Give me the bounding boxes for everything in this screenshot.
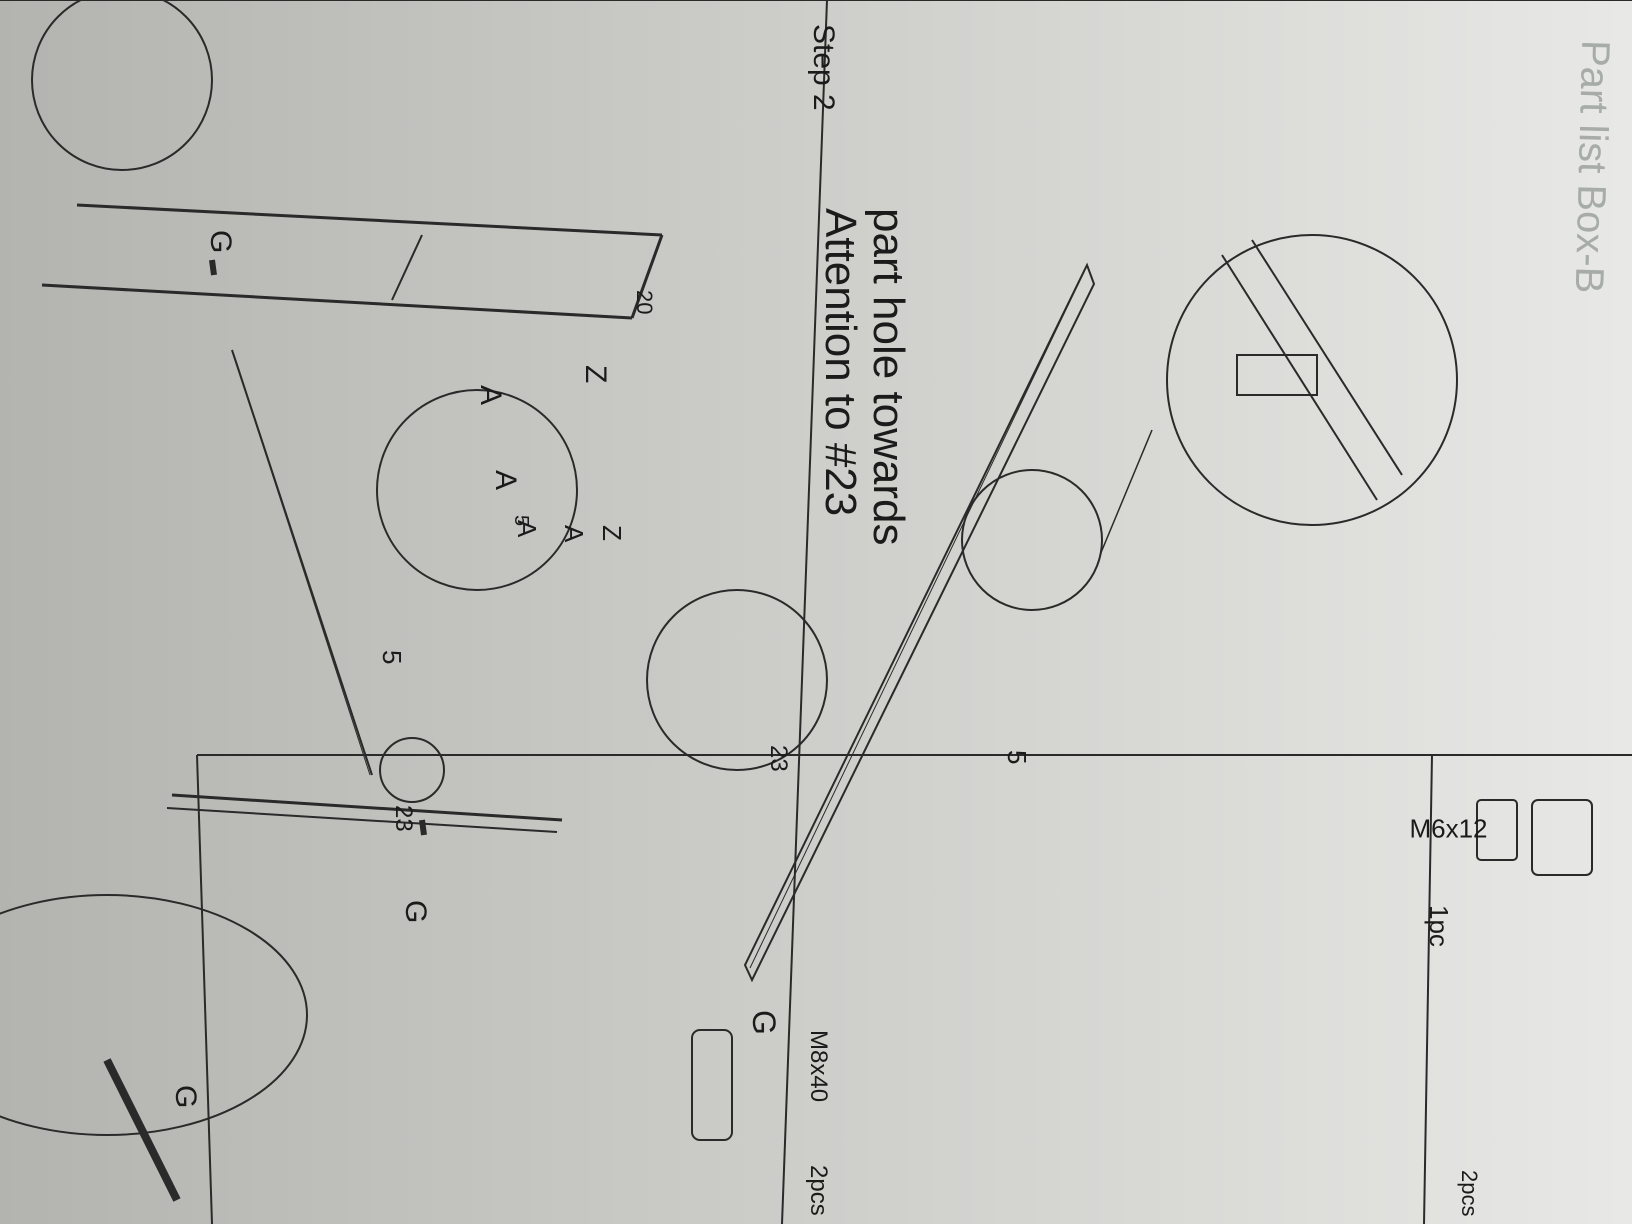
part-number-5: 5 [510,515,532,527]
zoom-circle-plate-detail [646,589,828,771]
hardware-g-letter: G [746,1010,782,1035]
callout-a: A [489,470,522,491]
callout-z: Z [579,365,612,384]
callout-g: G [399,900,432,924]
hardware-z-qty: 1pc [1424,905,1454,947]
callout-a: A [559,525,589,543]
callout-g: G [169,1085,202,1109]
zoom-circle-bracket-23 [379,737,445,803]
hardware-g-spec: M8x40 [805,1030,832,1103]
hardware-box-divider [1423,754,1433,1224]
frame-part-20 [41,203,664,320]
zoom-circle-frame-joint [31,0,213,171]
part-number-23: 23 [765,745,792,772]
part-number-5: 5 [1002,750,1032,765]
bolt-g-icon [691,1029,733,1141]
bolt-g-detail [103,1058,181,1202]
hardware-box-bottom [196,754,213,1224]
attention-line-1: Attention to #23 [816,208,865,517]
part-number-20: 20 [632,290,657,315]
leg-part-5 [231,349,373,776]
callout-a: A [474,385,507,406]
zoom-circle-leg-joint [376,389,578,591]
part-number-23: 23 [390,805,417,832]
callout-g: G [204,230,237,254]
step-title: Step 2 [807,24,840,111]
bolt-g [209,259,217,276]
zoom-circle-small [961,469,1103,611]
attention-line-2: part hole towards [864,208,913,546]
callout-z: Z [597,525,627,541]
hardware-a-spec: M6x12 [1409,813,1488,844]
zoom-circle-bracket-detail [1099,234,1458,556]
crossbar-part-5 [743,262,1096,983]
hardware-a-qty: 2pcs [1457,1170,1482,1217]
screw-a-icon [1476,799,1518,861]
zoom-circle-bolt-detail [0,894,308,1136]
bracket-z-icon [1531,799,1593,876]
hardware-g-qty: 2pcs [805,1165,832,1216]
step-divider-line [781,0,828,1224]
bolt-g [419,819,427,836]
foot-bar [166,793,563,833]
part-number-5: 5 [377,650,407,665]
